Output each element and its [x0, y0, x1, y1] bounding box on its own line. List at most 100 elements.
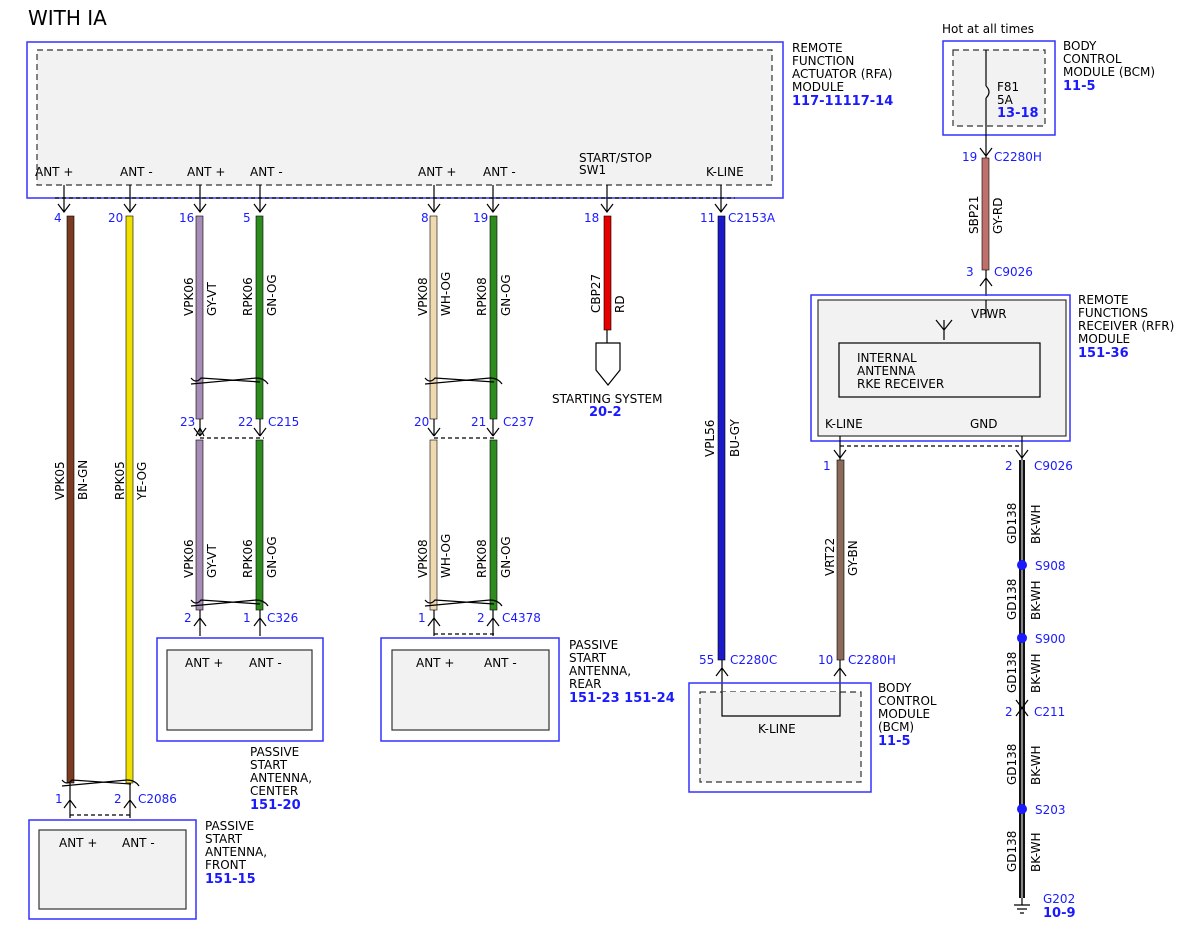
wire-color: GN-OG	[265, 536, 279, 578]
rfr-pin-label: K-LINE	[825, 417, 863, 431]
fuse-ref-link[interactable]: 13-18	[997, 106, 1039, 121]
wire-color: BK-WH	[1029, 745, 1043, 785]
antenna-name-line: ANTENNA,	[250, 771, 312, 785]
rfa-name-line: FUNCTION	[792, 54, 854, 68]
rfa-name-line: REMOTE	[792, 41, 843, 55]
bcm-name-line: MODULE	[878, 707, 930, 721]
rfr-inner-line: INTERNAL	[857, 351, 917, 365]
antenna-center-module: ANT + ANT - PASSIVE START ANTENNA, CENTE…	[156, 637, 324, 813]
fuse-icon	[985, 85, 990, 99]
wire-vpk08	[429, 439, 438, 611]
antenna-name-line: FRONT	[205, 858, 247, 872]
rfr-name-line: REMOTE	[1078, 293, 1129, 307]
ground-icon	[1014, 904, 1030, 914]
pin-number: 20	[108, 211, 123, 225]
wire-vpl56	[717, 215, 726, 661]
pin-number: 4	[54, 211, 62, 225]
bcm-ref-link[interactable]: 11-5	[878, 734, 911, 749]
wire-color: GN-OG	[499, 536, 513, 578]
wire-vpk08	[429, 215, 438, 420]
fuse-amps: 5A	[997, 93, 1014, 107]
pin-number: 18	[584, 211, 599, 225]
bcm-ref-link[interactable]: 11-5	[1063, 79, 1096, 94]
bcm-name-line: CONTROL	[878, 694, 937, 708]
wire-color: BU-GY	[728, 419, 742, 457]
wire-color: BK-WH	[1029, 504, 1043, 544]
wire-vpk06	[195, 439, 204, 611]
wire-rpk06	[255, 215, 264, 420]
wire-circuit: GD138	[1005, 579, 1019, 620]
pin-number: 11	[700, 211, 715, 225]
starting-system-ref-link[interactable]: 20-2	[589, 405, 622, 420]
connector-id: C2280H	[994, 150, 1042, 164]
rfr-top-pin-arrow	[979, 270, 993, 296]
antenna-pin-label: ANT +	[59, 836, 97, 850]
wire-color: GY-VT	[205, 282, 219, 316]
antenna-ref-link[interactable]: 151-15	[205, 872, 256, 887]
connector-id: C9026	[994, 265, 1033, 279]
antenna-name-line: CENTER	[250, 784, 298, 798]
wire-color: GN-OG	[499, 274, 513, 316]
antenna-front-module: ANT + ANT - PASSIVE START ANTENNA, FRONT…	[28, 819, 267, 920]
rfr-inner-line: RKE RECEIVER	[857, 377, 944, 391]
wire-color: BK-WH	[1029, 653, 1043, 693]
starting-system-label: STARTING SYSTEM	[552, 392, 662, 406]
connector-id: C2280C	[730, 653, 777, 667]
pin-number: 19	[962, 150, 977, 164]
splice-id: S203	[1035, 803, 1066, 817]
wire-color: WH-OG	[439, 272, 453, 316]
antenna-ref-link[interactable]: 151-23 151-24	[569, 691, 675, 706]
wire-circuit: RPK06	[241, 539, 255, 578]
pin-number: 2	[184, 611, 192, 625]
ground-id: G202	[1043, 892, 1075, 906]
wire-color: GN-OG	[265, 274, 279, 316]
pin-number: 2	[1005, 705, 1013, 719]
rfa-pin-label: ANT +	[187, 165, 225, 179]
pin-number: 3	[966, 265, 974, 279]
pin-number: 2	[1005, 459, 1013, 473]
rfa-module: ANT + ANT - ANT + ANT - ANT + ANT - STAR…	[26, 41, 893, 199]
pin-number: 19	[473, 211, 488, 225]
rfr-ref-link[interactable]: 151-36	[1078, 346, 1129, 361]
twisted-pair-markers	[61, 377, 503, 787]
wire-rpk08	[489, 439, 498, 611]
pin-number: 1	[823, 459, 831, 473]
pin-number: 21	[471, 415, 486, 429]
antenna-ref-link[interactable]: 151-20	[250, 798, 301, 813]
antenna-name-line: ANTENNA,	[205, 845, 267, 859]
antenna-name-line: START	[569, 651, 607, 665]
wire-circuit: VPK08	[416, 539, 430, 578]
rfr-name-line: FUNCTIONS	[1078, 306, 1148, 320]
connector-c326	[193, 610, 267, 636]
antenna-name-line: PASSIVE	[250, 745, 299, 759]
rfa-pin-label: ANT -	[250, 165, 283, 179]
connector-c237	[427, 419, 500, 439]
rfa-pin-label: START/STOP	[579, 151, 652, 165]
bcm-pin-label: K-LINE	[758, 722, 796, 736]
connector-id: C2280H	[848, 653, 896, 667]
wire-circuit: SBP21	[967, 196, 981, 234]
wire-rpk05	[125, 215, 134, 784]
antenna-pin-label: ANT -	[249, 656, 282, 670]
bcm-name-line: (BCM)	[878, 720, 914, 734]
antenna-name-line: ANTENNA,	[569, 664, 631, 678]
ground-ref-link[interactable]: 10-9	[1043, 906, 1076, 921]
rfa-ref-link[interactable]: 117-11117-14	[792, 94, 893, 109]
antenna-pin-label: ANT +	[185, 656, 223, 670]
pin-number: 23	[180, 415, 195, 429]
rfr-name-line: MODULE	[1078, 332, 1130, 346]
antenna-name-line: START	[250, 758, 288, 772]
wire-circuit: RPK08	[475, 539, 489, 578]
pin-number: 10	[818, 653, 833, 667]
wire-color: GY-VT	[205, 544, 219, 578]
wire-circuit: VPK06	[182, 277, 196, 316]
ground-path	[1014, 560, 1030, 914]
antenna-name-line: START	[205, 832, 243, 846]
splice-dot	[1017, 804, 1027, 814]
wire-circuit: VPK05	[53, 461, 67, 500]
wire-circuit: GD138	[1005, 831, 1019, 872]
pin-number: 5	[243, 211, 251, 225]
antenna-rear-module: ANT + ANT - PASSIVE START ANTENNA, REAR …	[380, 637, 675, 742]
bcm-name-line: MODULE (BCM)	[1063, 65, 1155, 79]
wire-circuit: RPK06	[241, 277, 255, 316]
